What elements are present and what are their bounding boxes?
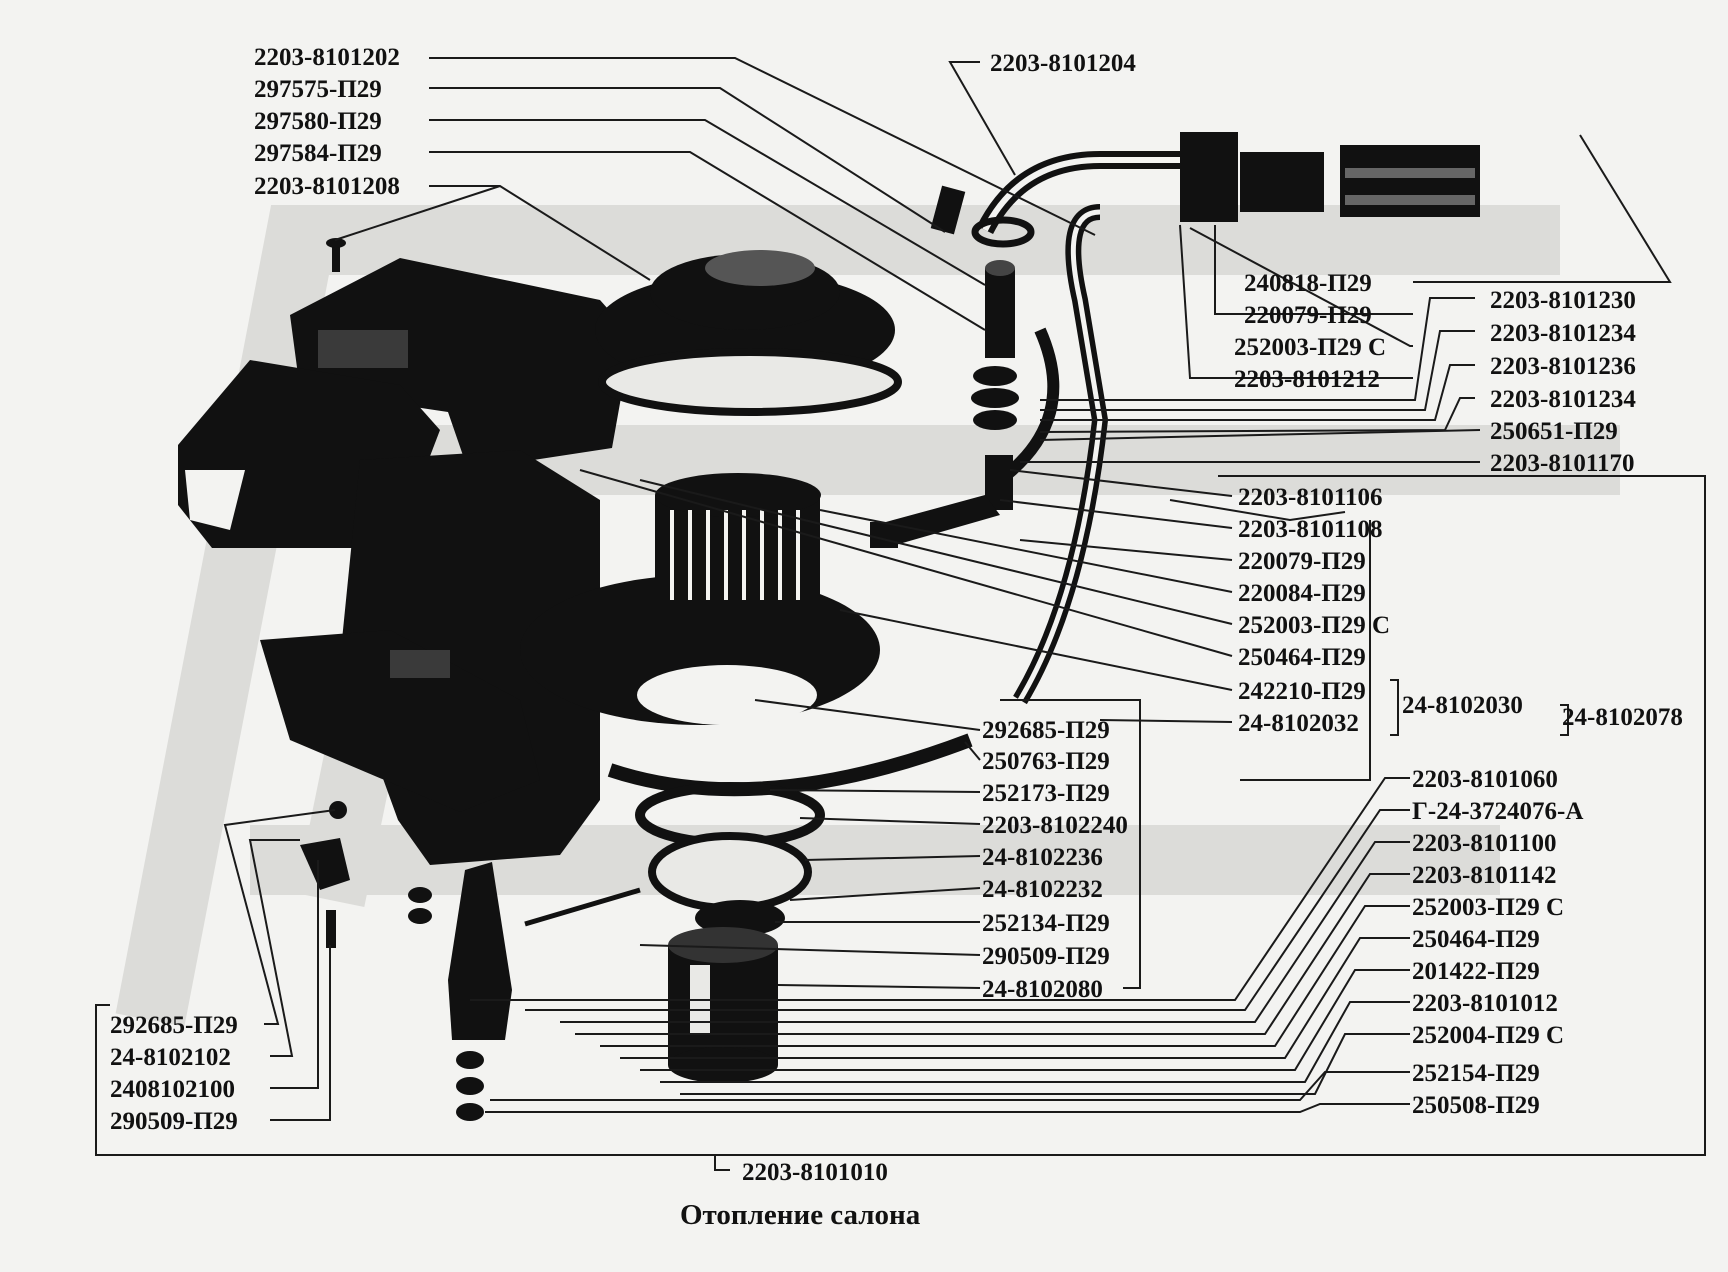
part-label: 24-8102236 xyxy=(982,844,1103,871)
intake-window xyxy=(318,330,408,368)
part-label: 2203-8101236 xyxy=(1490,353,1636,380)
part-label: 24-8102232 xyxy=(982,876,1103,903)
part-label: 2203-8101212 xyxy=(1234,366,1380,393)
part-label: 2203-8101234 xyxy=(1490,386,1636,413)
part-label: 250464-П29 xyxy=(1412,926,1540,953)
heater-pipes xyxy=(976,132,1480,705)
part-label: 201422-П29 xyxy=(1412,958,1540,985)
part-label: 252003-П29 С xyxy=(1238,612,1390,639)
part-label: 297584-П29 xyxy=(254,140,382,167)
heater-valve xyxy=(870,260,1019,548)
fan-wheel xyxy=(520,473,880,725)
part-label: 250508-П29 xyxy=(1412,1092,1540,1119)
part-label: 24-8102030 xyxy=(1402,692,1523,719)
pipe-connector xyxy=(1180,132,1238,222)
heater-tray xyxy=(260,630,540,812)
part-label: 240818-П29 xyxy=(1244,270,1372,297)
part-label: 297580-П29 xyxy=(254,108,382,135)
part-label: 252003-П29 С xyxy=(1234,334,1386,361)
part-label: 2203-8101208 xyxy=(254,173,400,200)
pipe-end xyxy=(1340,145,1480,217)
part-label: 24-8102102 xyxy=(110,1044,231,1071)
part-label: 290509-П29 xyxy=(982,943,1110,970)
part-label: 24-8102078 xyxy=(1562,704,1683,731)
part-label: 2203-8101202 xyxy=(254,44,400,71)
part-label: 252003-П29 С xyxy=(1412,894,1564,921)
part-label: 220079-П29 xyxy=(1238,548,1366,575)
part-label: 2203-8101100 xyxy=(1412,830,1556,857)
part-label: 250651-П29 xyxy=(1490,418,1618,445)
part-label: 2203-8101204 xyxy=(990,50,1136,77)
diagram-caption: Отопление салона xyxy=(680,1199,921,1231)
part-label: 297575-П29 xyxy=(254,76,382,103)
part-label: 2203-8101234 xyxy=(1490,320,1636,347)
part-label: 2203-8101170 xyxy=(1490,450,1634,477)
part-label: 220079-П29 xyxy=(1244,302,1372,329)
part-label: 250464-П29 xyxy=(1238,644,1366,671)
part-label: 2203-8102240 xyxy=(982,812,1128,839)
part-label: 2203-8101012 xyxy=(1412,990,1558,1017)
clamp-part xyxy=(300,838,350,890)
part-label: 242210-П29 xyxy=(1238,678,1366,705)
leader-lines xyxy=(95,57,1706,1171)
part-label: 2203-8101108 xyxy=(1238,516,1382,543)
motor-flange xyxy=(648,832,812,912)
part-label: 252134-П29 xyxy=(982,910,1110,937)
part-label: 2203-8101010 xyxy=(742,1159,888,1186)
fan-motor xyxy=(668,927,778,1083)
part-label: 220084-П29 xyxy=(1238,580,1366,607)
part-label: 292685-П29 xyxy=(982,717,1110,744)
part-label: 250763-П29 xyxy=(982,748,1110,775)
intake-housing xyxy=(290,258,632,470)
part-label: 2203-8101142 xyxy=(1412,862,1556,889)
part-labels: 2203-8101202 297575-П29 297580-П29 29758… xyxy=(110,44,1683,1186)
seal-ring xyxy=(607,733,973,797)
part-label: 252173-П29 xyxy=(982,780,1110,807)
part-label: 2203-8101106 xyxy=(1238,484,1382,511)
part-label: 2203-8101060 xyxy=(1412,766,1558,793)
part-label: 24-8102080 xyxy=(982,976,1103,1003)
part-label: 2408102100 xyxy=(110,1076,235,1103)
part-label: 252154-П29 xyxy=(1412,1060,1540,1087)
part-label: 24-8102032 xyxy=(1238,710,1359,737)
heater-assembly-illustration xyxy=(178,132,1480,1121)
part-label: 292685-П29 xyxy=(110,1012,238,1039)
mount-bracket xyxy=(448,862,512,1040)
part-label: 2203-8101230 xyxy=(1490,287,1636,314)
part-label: 252004-П29 С xyxy=(1412,1022,1564,1049)
part-label: Г-24-3724076-А xyxy=(1412,798,1583,825)
part-label: 290509-П29 xyxy=(110,1108,238,1135)
